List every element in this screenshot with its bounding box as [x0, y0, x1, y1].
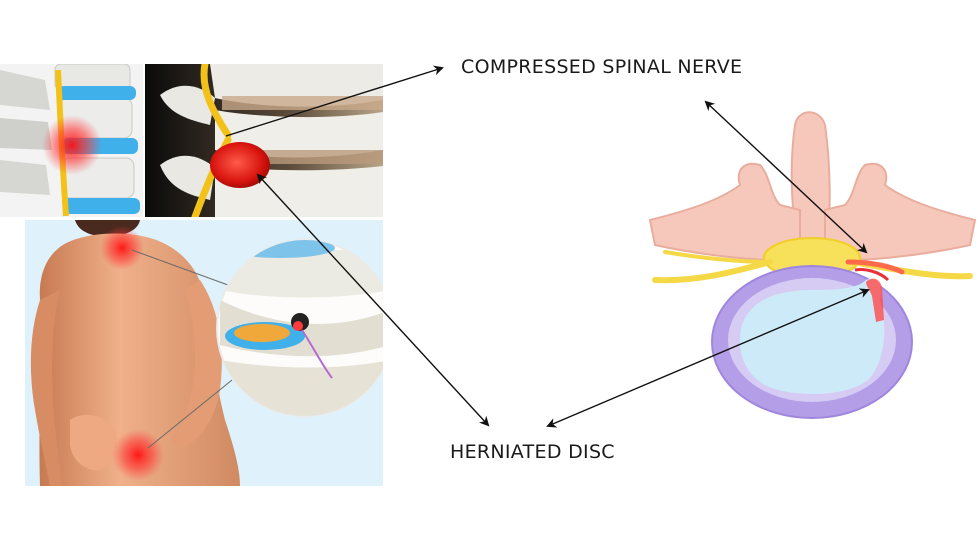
inflammation-spot [42, 115, 102, 175]
herniated-disc-bulge [210, 142, 270, 188]
spine-lateral-panel [0, 64, 143, 217]
neck-pain-spot [100, 226, 144, 270]
callout-arrows [225, 65, 870, 428]
arrow-label-to-compressed-nerve [704, 100, 868, 254]
herniation-closeup-panel [145, 64, 383, 217]
axial-vertebra-diagram [648, 111, 977, 419]
arrow-disc-to-label [256, 173, 490, 427]
back-pain-panel [25, 220, 383, 486]
lower-back-pain-spot [112, 429, 164, 481]
compressed-nerve-label: COMPRESSED SPINAL NERVE [461, 56, 743, 78]
arrow-nerve-to-label [225, 65, 444, 137]
herniated-disc-label: HERNIATED DISC [450, 441, 615, 463]
compressed-nerve-highlight [845, 259, 905, 275]
arrow-label-to-herniation [546, 288, 870, 428]
